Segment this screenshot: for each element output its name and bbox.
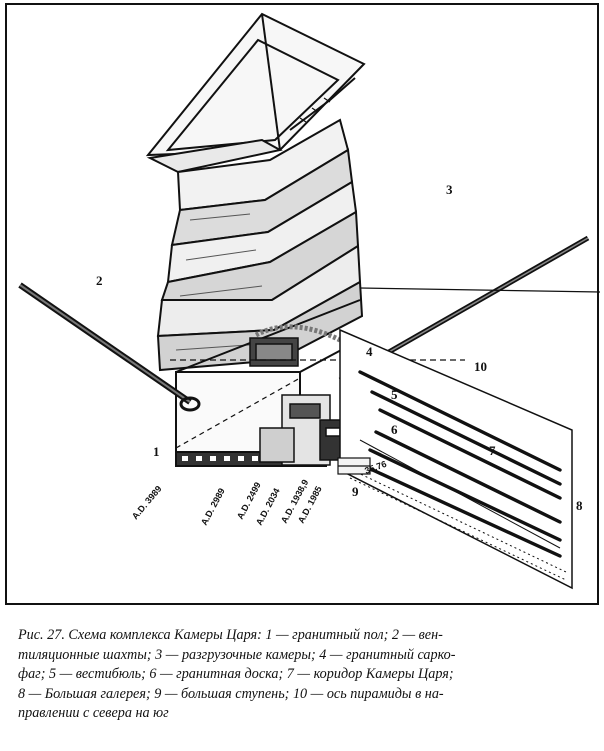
caption-line: Рис. 27. Схема комплекса Камеры Царя: 1 … xyxy=(18,627,443,643)
caption-line: тиляционные шахты; 3 — разгрузочные каме… xyxy=(18,646,456,663)
label-2: 2 xyxy=(96,273,103,288)
caption-line: фаг; 5 — вестибюль; 6 — гранитная доска;… xyxy=(18,666,454,683)
label-3: 3 xyxy=(446,182,453,197)
caption-line: правлении с севера на юг xyxy=(18,705,169,722)
label-5: 5 xyxy=(391,387,398,402)
date-label-2989: A.D. 2989 xyxy=(199,486,227,526)
roof-gable xyxy=(145,12,366,174)
diagram-frame: 1 2 3 4 5 6 7 8 9 10 35,76 A.D. 3989 A.D… xyxy=(5,3,601,605)
grand-gallery xyxy=(339,328,573,590)
kings-chamber-diagram: 1 2 3 4 5 6 7 8 9 10 35,76 A.D. 3989 A.D… xyxy=(5,3,601,605)
relieving-chambers xyxy=(156,118,364,372)
label-10: 10 xyxy=(474,359,487,374)
granite-sarcophagus xyxy=(249,324,342,367)
caption-line: 8 — Большая галерея; 9 — большая ступень… xyxy=(18,685,444,702)
label-6: 6 xyxy=(391,422,398,437)
outer-frame xyxy=(5,3,599,605)
label-9: 9 xyxy=(352,484,359,499)
ventilation-shaft-north xyxy=(18,282,201,412)
figure-caption: Рис. 27. Схема комплекса Камеры Царя: 1 … xyxy=(18,626,590,724)
great-step xyxy=(337,457,371,475)
label-1: 1 xyxy=(153,444,160,459)
upper-boundary-line xyxy=(359,287,601,293)
label-4: 4 xyxy=(366,344,373,359)
label-8: 8 xyxy=(576,498,583,513)
label-7: 7 xyxy=(489,443,496,458)
date-label-3989: A.D. 3989 xyxy=(130,484,164,521)
